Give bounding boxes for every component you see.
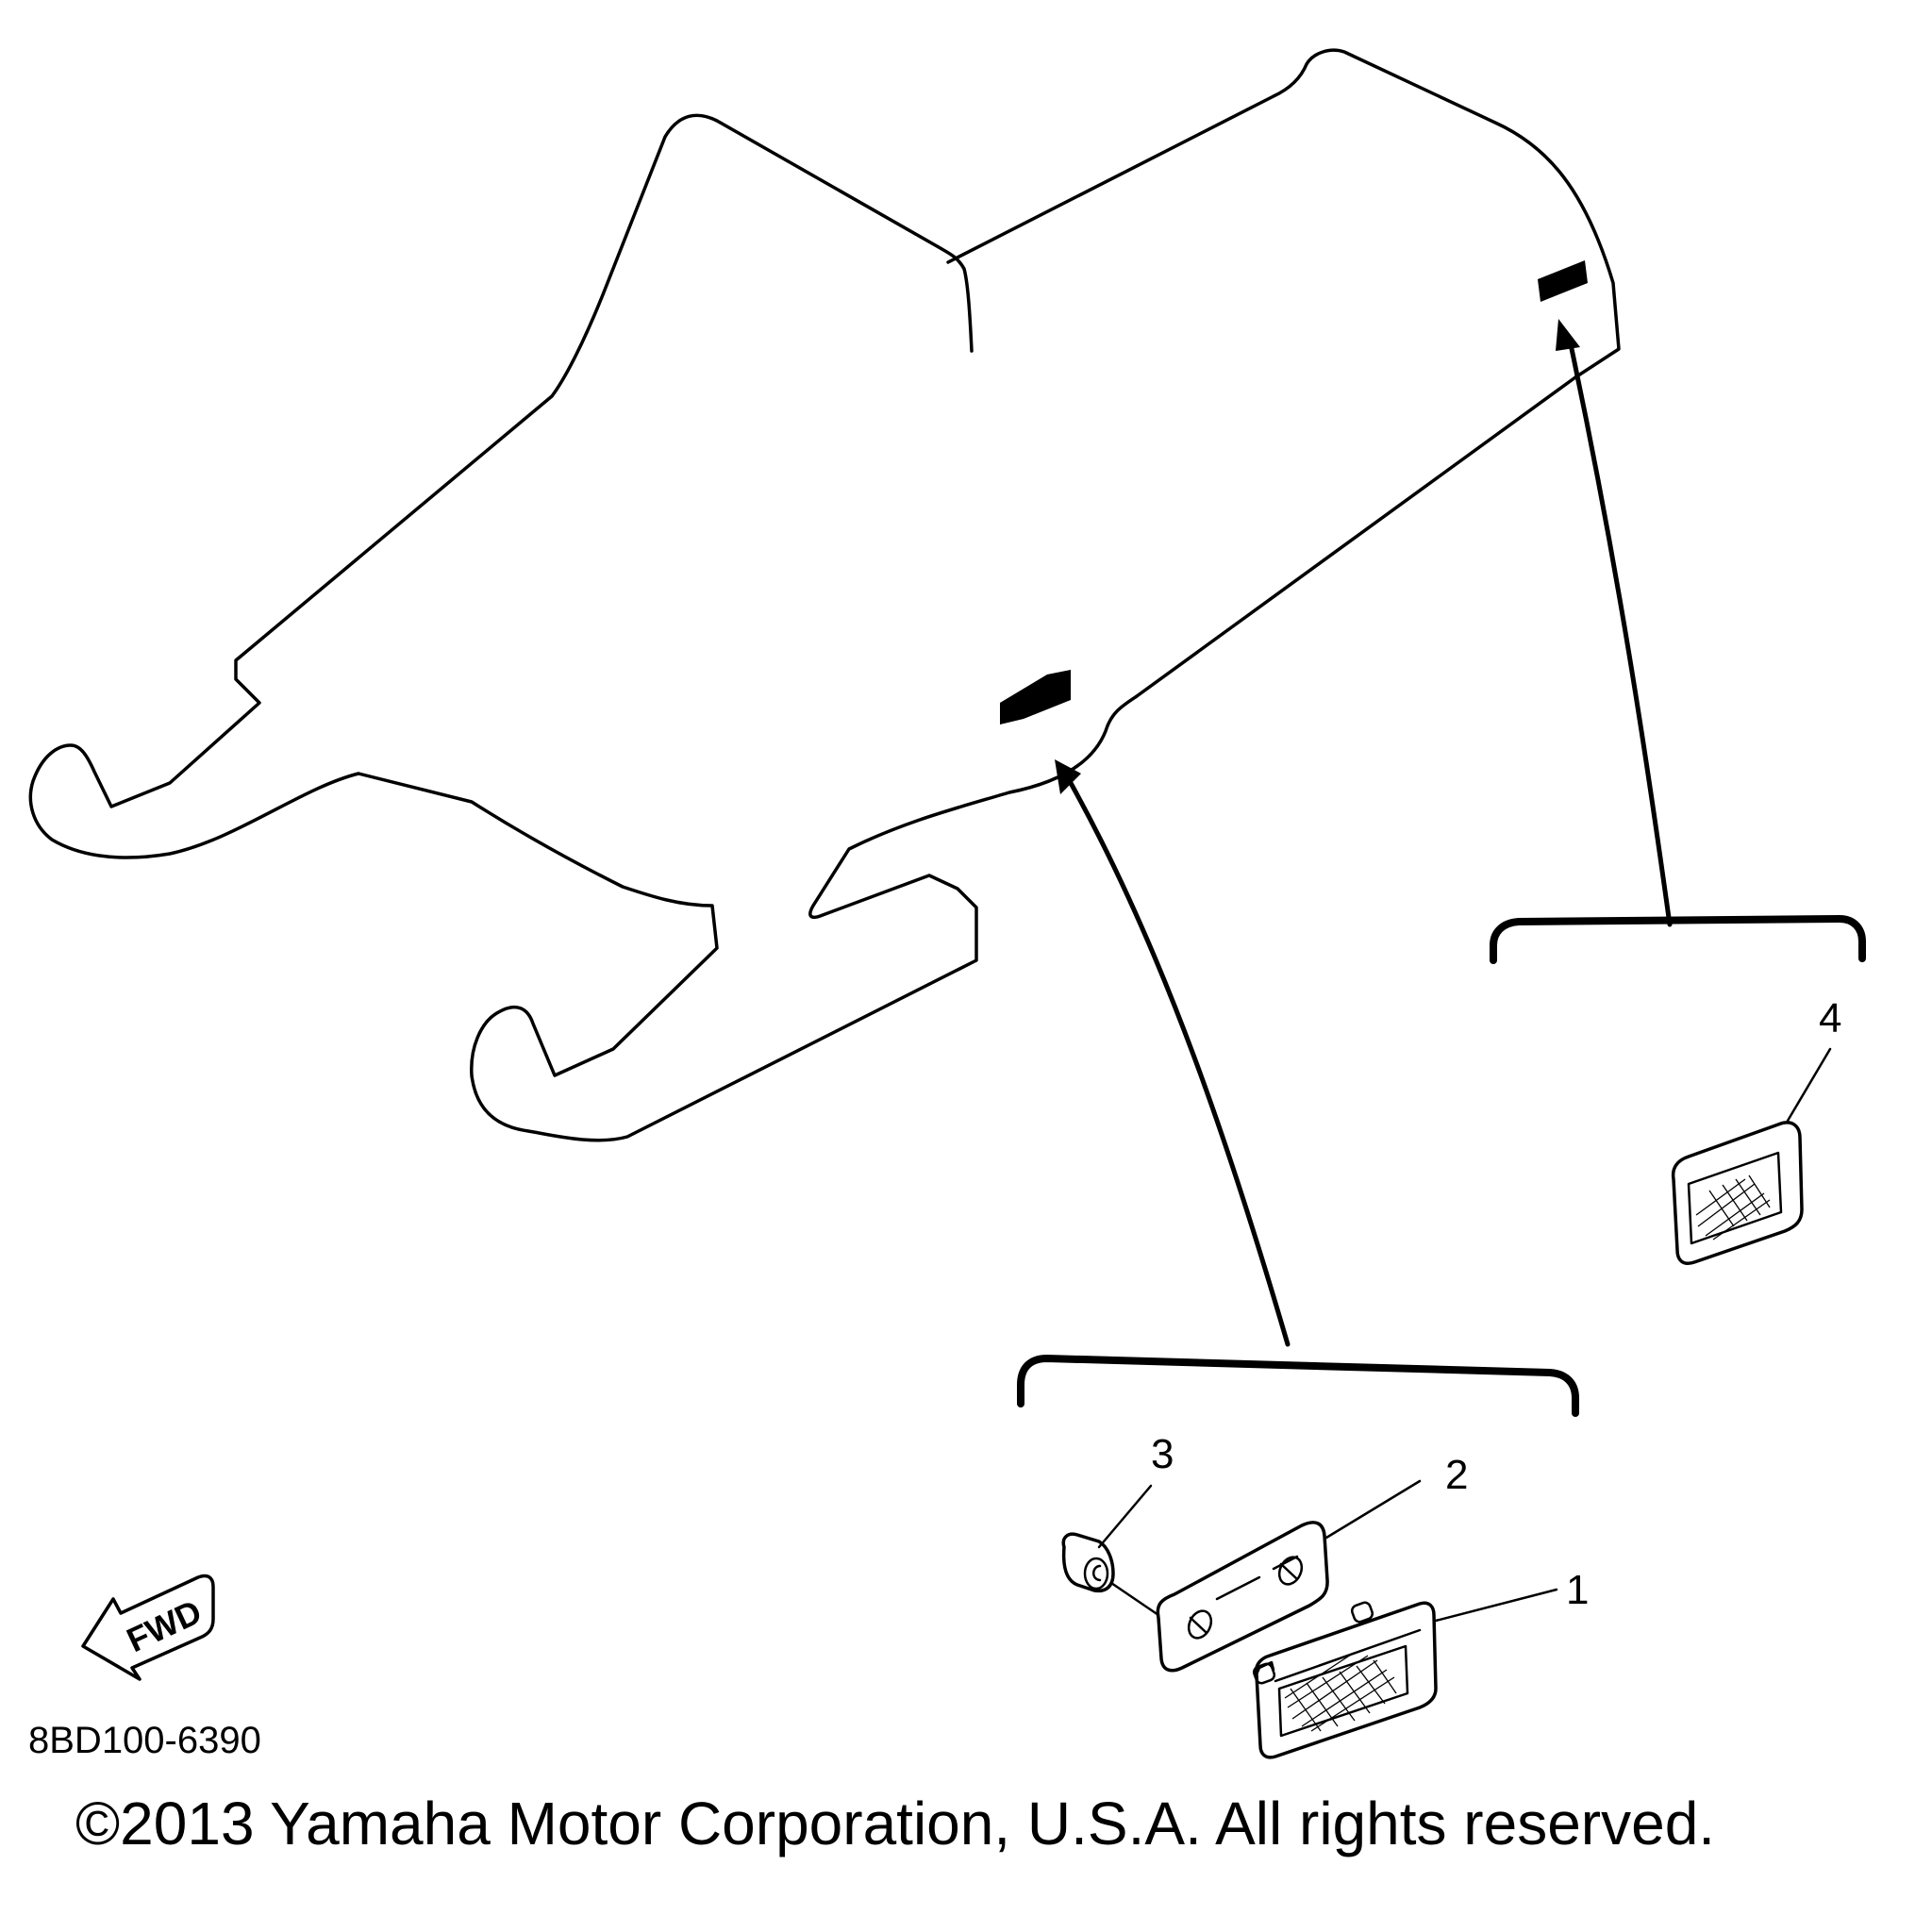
part-3-collar bbox=[1061, 1532, 1115, 1593]
part-2-plate bbox=[1156, 1521, 1329, 1673]
callout-2: 2 bbox=[1445, 1452, 1468, 1498]
front-reflector-location bbox=[1000, 670, 1071, 724]
rear-reflector-location bbox=[1538, 260, 1588, 302]
callout-lines bbox=[1097, 1047, 1832, 1623]
rear-group-bracket bbox=[1490, 915, 1866, 964]
copyright-notice: ©2013 Yamaha Motor Corporation, U.S.A. A… bbox=[75, 1790, 1715, 1857]
callout-4: 4 bbox=[1819, 995, 1841, 1041]
fwd-label: FWD bbox=[121, 1591, 208, 1659]
part-4-reflector bbox=[1671, 1121, 1804, 1265]
snowmobile-outline bbox=[28, 48, 1621, 1142]
callout-1: 1 bbox=[1566, 1567, 1589, 1613]
front-group-bracket bbox=[1017, 1355, 1579, 1417]
callout-3: 3 bbox=[1151, 1431, 1174, 1477]
part-1-reflector bbox=[1252, 1601, 1438, 1759]
leader-lines bbox=[1055, 319, 1673, 1347]
forward-arrow-icon: FWD bbox=[81, 1574, 215, 1681]
diagram-code: 8BD100-6390 bbox=[28, 1720, 261, 1761]
